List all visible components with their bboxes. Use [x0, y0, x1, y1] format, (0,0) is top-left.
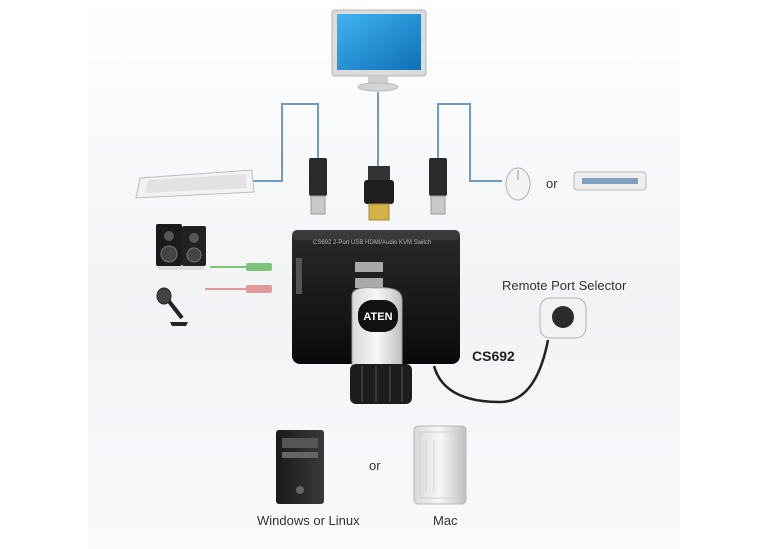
- kvm-switch-icon: ATEN CS692 2-Port USB HDMI/Audio KVM Swi…: [292, 230, 460, 379]
- audio-cables: [205, 263, 272, 293]
- windows-linux-label: Windows or Linux: [257, 513, 360, 528]
- usb-plug-left-icon: [309, 158, 327, 215]
- usb-plug-right-icon: [429, 158, 447, 215]
- mouse-cable: [437, 103, 502, 182]
- usb-hub-icon: [573, 171, 647, 191]
- pc-tower-icon: [276, 430, 324, 504]
- remote-selector-cable: [432, 339, 550, 404]
- keyboard-icon: [135, 169, 255, 199]
- monitor-cables: [253, 92, 502, 182]
- model-label: CS692: [472, 348, 515, 364]
- speaker-audio-plug: [246, 263, 272, 271]
- remote-port-selector-icon: [539, 297, 587, 339]
- speakers-icon: [156, 224, 206, 270]
- hdmi-plug-icon: [364, 166, 394, 221]
- mouse-icon: [505, 167, 531, 201]
- device-brand-logo: ATEN: [363, 311, 392, 323]
- or-label-bottom: or: [369, 458, 381, 473]
- mic-audio-plug: [246, 285, 272, 293]
- remote-port-selector-label: Remote Port Selector: [502, 278, 627, 293]
- microphone-icon: [156, 287, 188, 326]
- mac-label: Mac: [433, 513, 458, 528]
- keyboard-cable: [253, 103, 319, 182]
- monitor-icon: [331, 9, 427, 92]
- pc-cable-bundle: [350, 364, 412, 404]
- device-front-text: CS692 2-Port USB HDMI/Audio KVM Switch: [313, 240, 431, 246]
- mac-pro-icon: [413, 425, 467, 505]
- or-label-top: or: [546, 176, 558, 191]
